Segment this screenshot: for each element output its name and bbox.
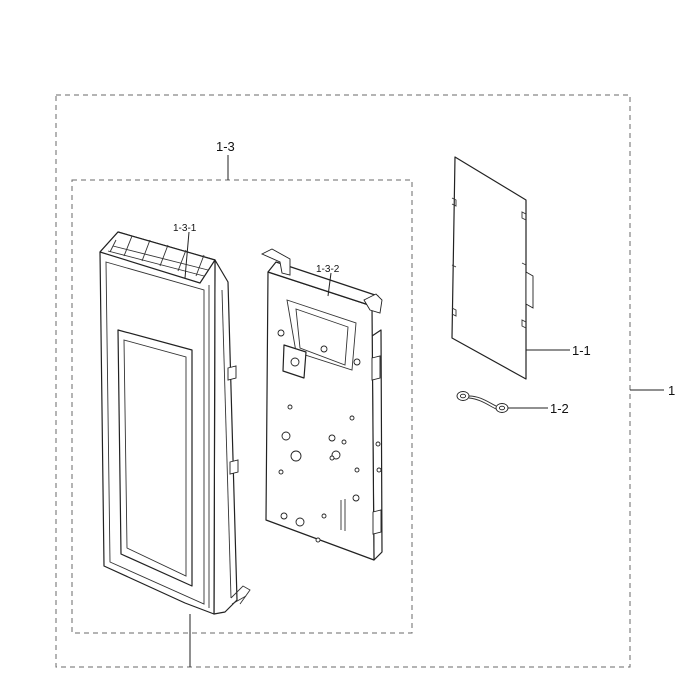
panel-hole	[353, 358, 361, 366]
panel-hole	[280, 512, 288, 520]
door-assembly-boundary	[71, 179, 413, 634]
leader-lines	[184, 155, 664, 667]
callout-choke-cover: 1-1	[572, 343, 591, 358]
panel-hole	[349, 415, 355, 421]
door-frame-part	[99, 231, 251, 615]
panel-hole	[295, 517, 305, 527]
choke-cover-part	[451, 156, 534, 380]
panel-hole	[375, 441, 381, 447]
callout-door-assembly: 1-3	[216, 139, 235, 154]
panel-hole	[277, 329, 285, 337]
panel-hole	[329, 455, 335, 461]
cable-link-part	[456, 391, 509, 413]
panel-hole	[281, 431, 291, 441]
callout-cable-link: 1-2	[550, 401, 569, 416]
panel-hole	[328, 434, 336, 442]
panel-hole	[354, 467, 360, 473]
callout-assembly: 1	[668, 383, 675, 398]
panel-hole	[321, 513, 327, 519]
panel-hole	[278, 469, 284, 475]
callout-door-inner-panel: 1-3-2	[316, 264, 340, 275]
panel-holes	[277, 329, 382, 543]
panel-hole	[290, 450, 302, 462]
panel-hole	[287, 404, 293, 410]
panel-hole	[315, 537, 321, 543]
callout-door-frame: 1-3-1	[173, 223, 197, 234]
panel-hole	[320, 345, 328, 353]
panel-hole	[376, 467, 382, 473]
panel-hole	[341, 439, 347, 445]
assembly-boundary	[55, 94, 631, 668]
panel-hole	[352, 494, 360, 502]
door-inner-panel-part	[260, 248, 383, 561]
